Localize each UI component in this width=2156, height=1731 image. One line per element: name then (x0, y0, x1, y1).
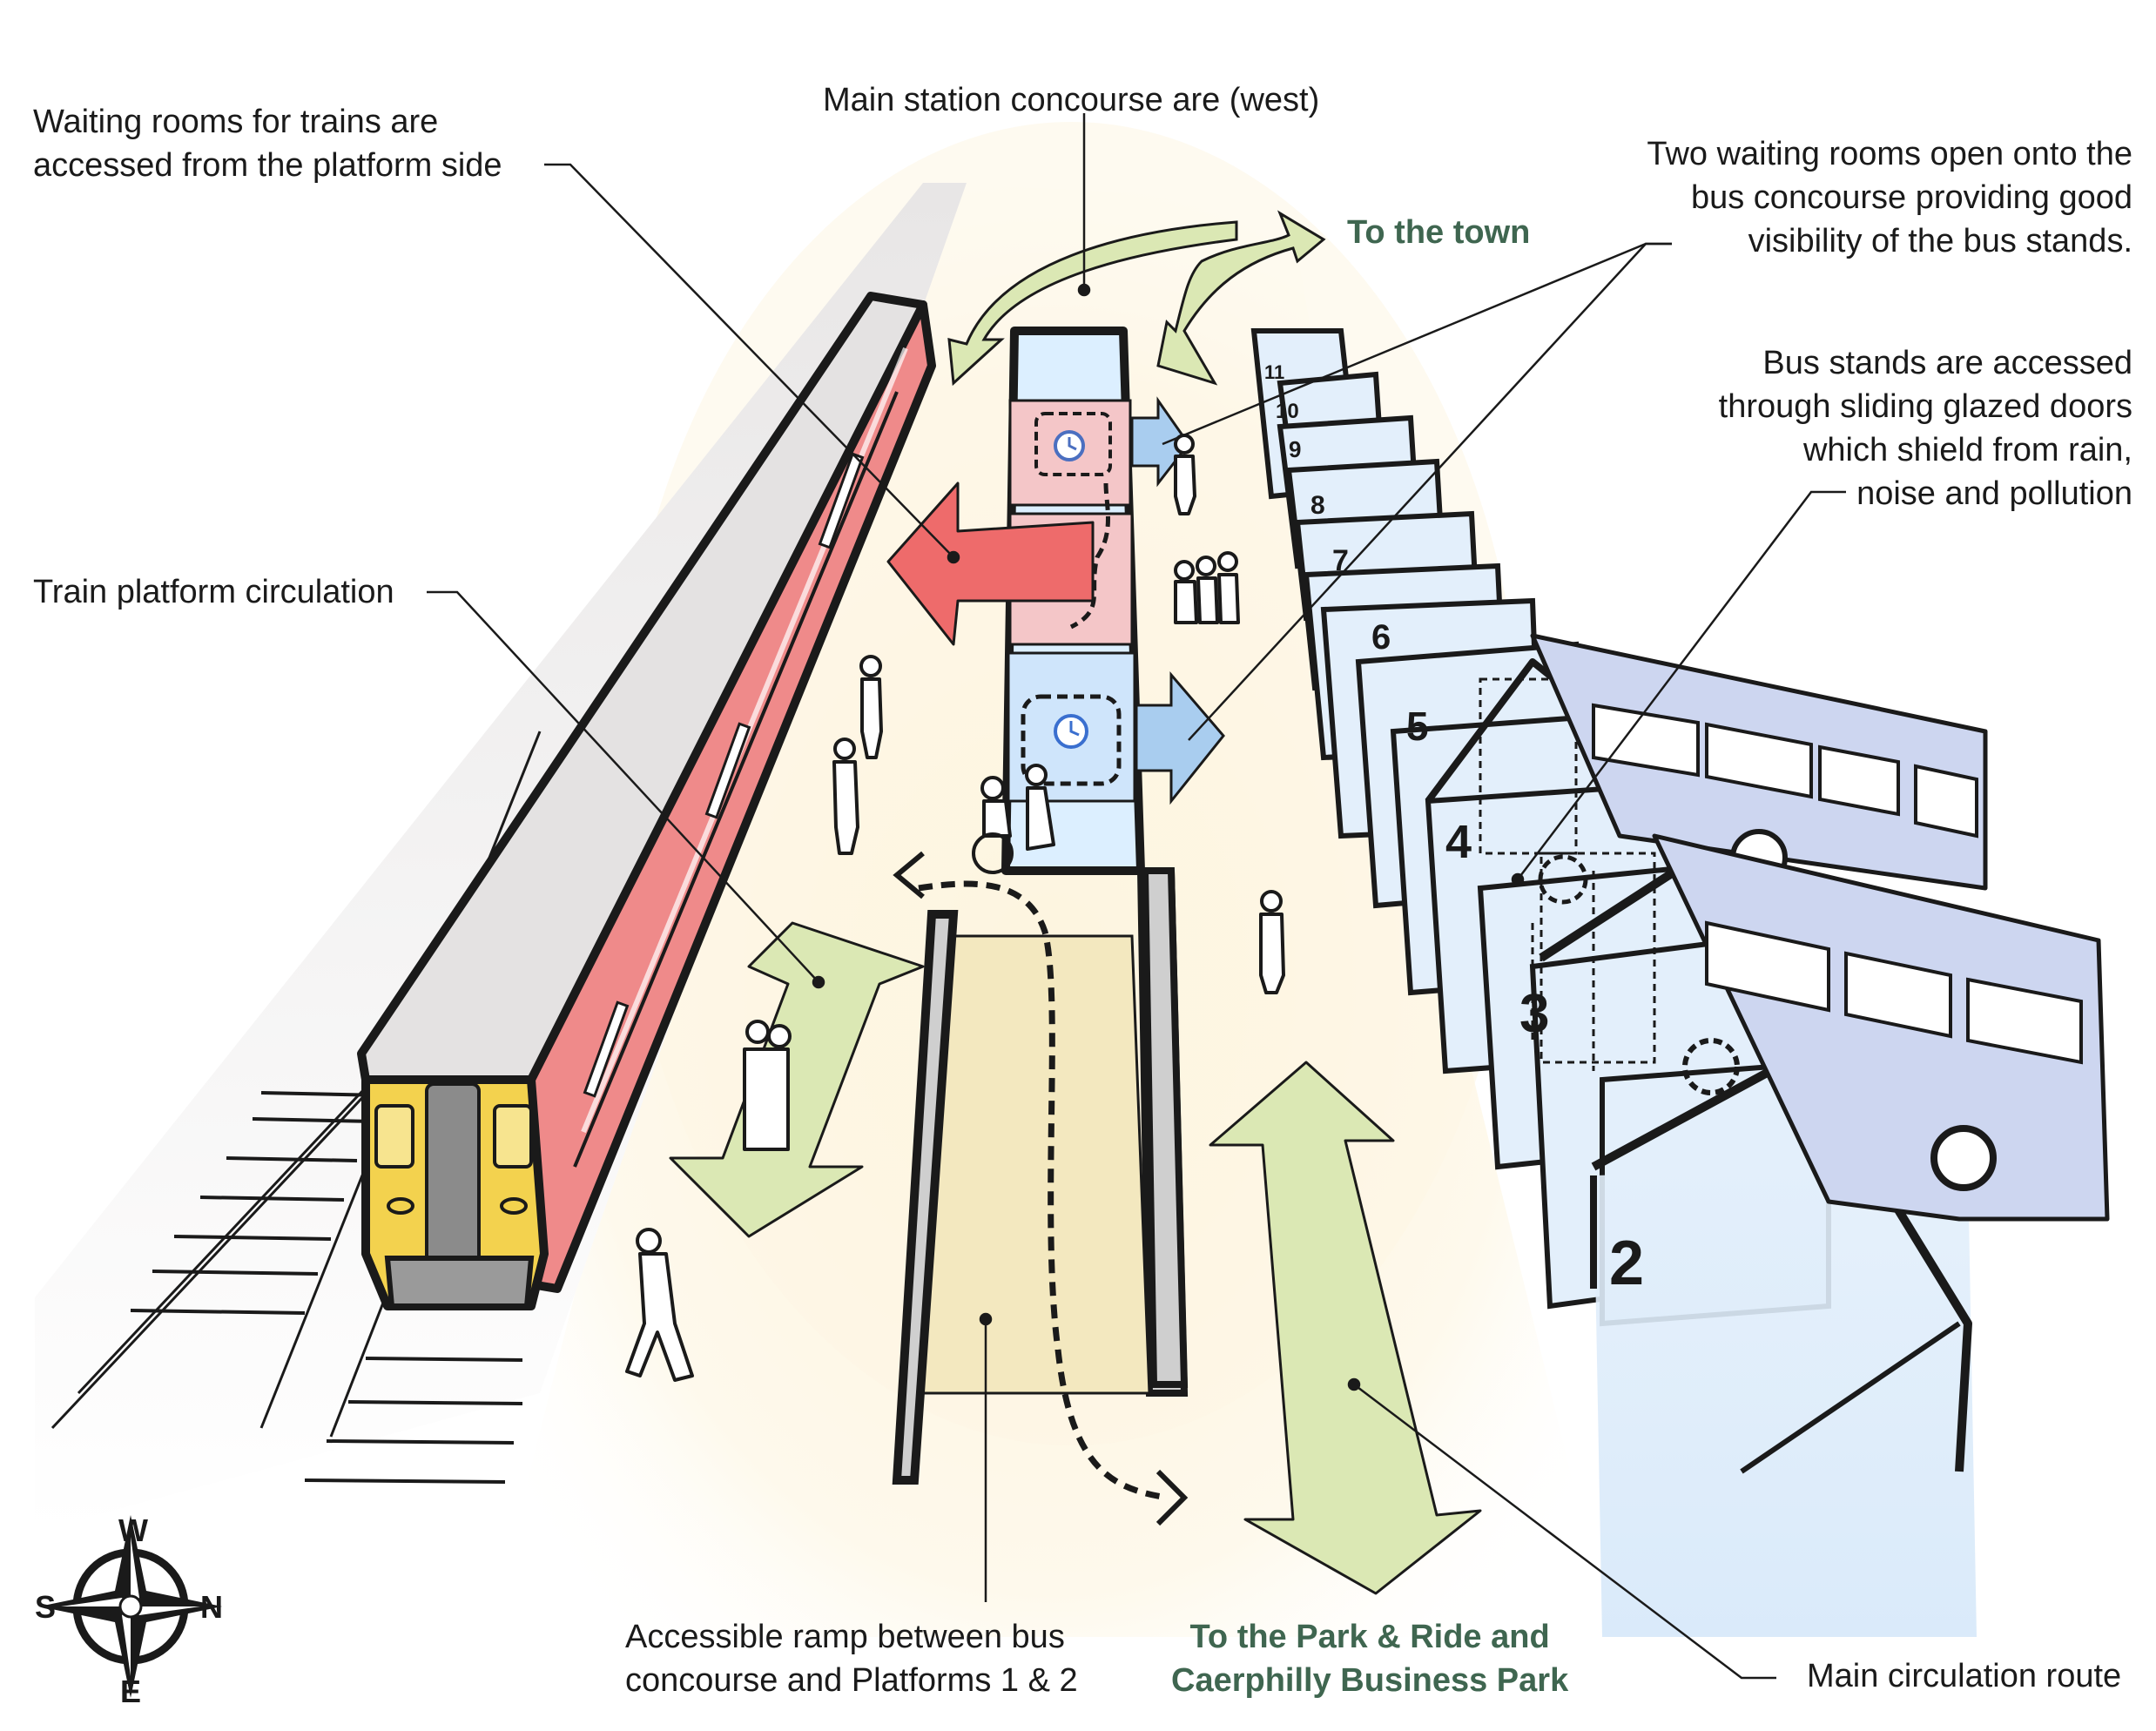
stand-number: 9 (1289, 436, 1301, 462)
person (832, 738, 859, 855)
compass-east: E (120, 1674, 141, 1709)
train (357, 292, 936, 1310)
person (1174, 434, 1196, 515)
label-main-circulation-route: Main circulation route (1807, 1658, 2122, 1694)
person (1259, 890, 1285, 994)
person (625, 1228, 694, 1382)
stand-number: 2 (1609, 1229, 1644, 1298)
stand-number: 7 (1332, 544, 1349, 577)
label-bus-stands-access: Bus stands are accessed through sliding … (1718, 345, 2132, 512)
bus-stand-numbers: 11 10 9 8 7 6 5 4 3 2 (1264, 361, 1644, 1298)
bus-waiting-room-arrow-2 (1135, 670, 1225, 805)
stand-number: 11 (1264, 361, 1284, 383)
bus-upper (1530, 633, 1988, 891)
stand-number: 3 (1519, 984, 1549, 1044)
compass-rose-icon: W S N E (35, 1512, 223, 1709)
stand-number: 6 (1371, 618, 1391, 657)
label-accessible-ramp: Accessible ramp between bus concourse an… (625, 1619, 1078, 1699)
bus-lower (1538, 833, 2110, 1222)
compass-north: N (200, 1589, 223, 1625)
main-circulation-arrow (1209, 1061, 1482, 1595)
stand-number: 8 (1310, 491, 1325, 520)
stand-number: 10 (1276, 400, 1299, 423)
stand-number: 4 (1445, 816, 1472, 868)
wheelchair-user (972, 764, 1055, 874)
compass-south: S (35, 1589, 56, 1625)
label-to-the-town[interactable]: To the town (1347, 214, 1531, 251)
label-train-platform-circulation: Train platform circulation (33, 574, 394, 610)
town-arrow-right (1156, 210, 1326, 386)
label-to-park-and-ride[interactable]: To the Park & Ride and Caerphilly Busine… (1171, 1619, 1569, 1699)
person (859, 655, 883, 759)
people (625, 434, 1285, 1382)
person (1174, 551, 1240, 624)
person (743, 1020, 792, 1151)
bus-stand-2 (1593, 1167, 1977, 1637)
stand-number: 5 (1406, 704, 1429, 749)
compass-west: W (118, 1512, 148, 1548)
leader-lines (427, 113, 1846, 1680)
label-two-waiting-rooms: Two waiting rooms open onto the bus conc… (1647, 136, 2132, 259)
accessible-ramp (892, 851, 1189, 1526)
train-waiting-room-arrow (886, 482, 1095, 646)
label-main-concourse: Main station concourse are (west) (823, 82, 1320, 118)
bus-waiting-room-arrow-1 (1130, 396, 1190, 488)
train-platform-circulation-arrow (669, 921, 925, 1238)
label-waiting-rooms-trains: Waiting rooms for trains are accessed fr… (33, 104, 502, 184)
town-arrow-left (947, 220, 1238, 387)
